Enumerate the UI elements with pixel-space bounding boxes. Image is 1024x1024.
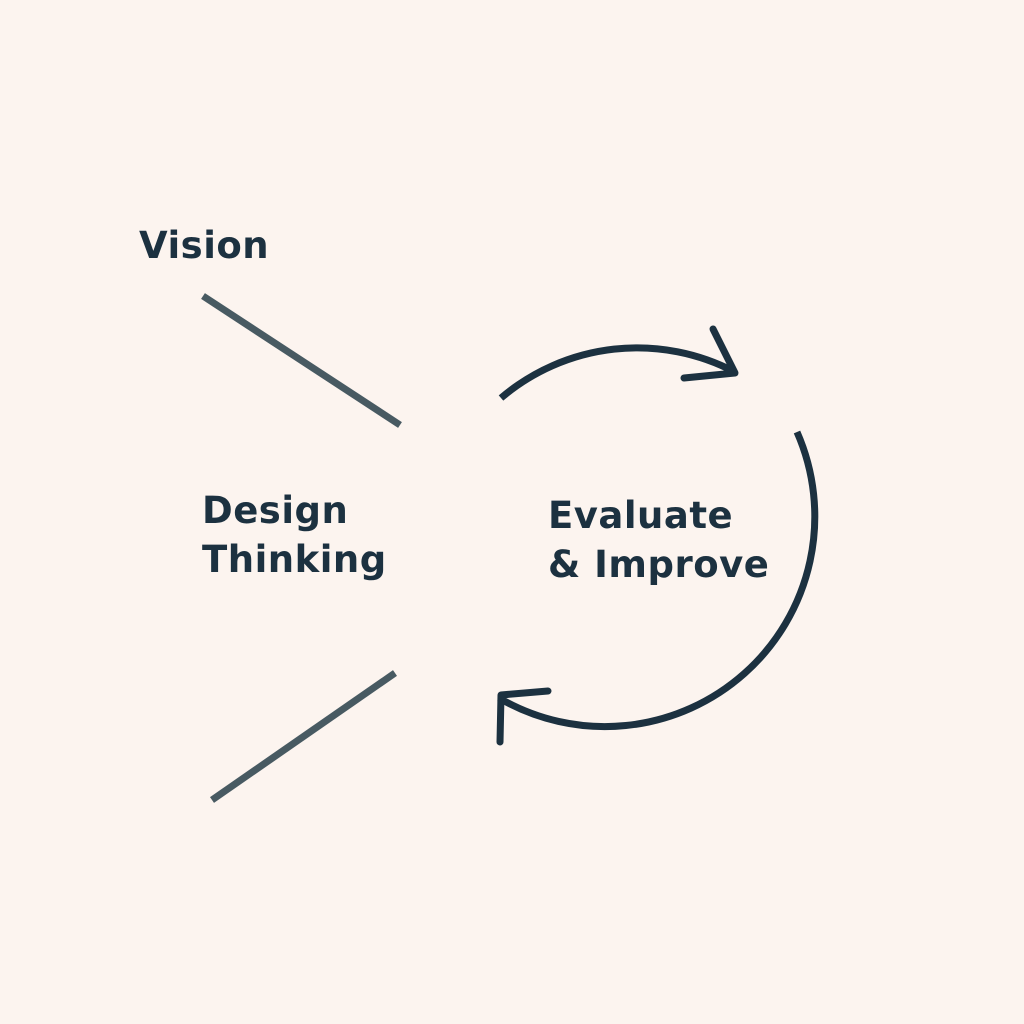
evaluate-improve-line-2: & Improve (548, 543, 770, 586)
bottom-cycle-arc (497, 430, 819, 731)
vision-label: Vision (139, 224, 270, 267)
top-arrowhead-icon (680, 325, 739, 382)
top-cycle-arc (498, 344, 737, 401)
design-thinking-label: Design Thinking (202, 486, 387, 584)
bottom-arrowhead-icon (496, 687, 552, 746)
lower-connector-line (210, 670, 397, 803)
upper-connector-line (201, 293, 402, 428)
design-thinking-line-1: Design (202, 489, 349, 532)
evaluate-improve-label: Evaluate & Improve (548, 491, 769, 589)
evaluate-improve-line-1: Evaluate (548, 494, 734, 537)
design-thinking-line-2: Thinking (202, 538, 387, 581)
